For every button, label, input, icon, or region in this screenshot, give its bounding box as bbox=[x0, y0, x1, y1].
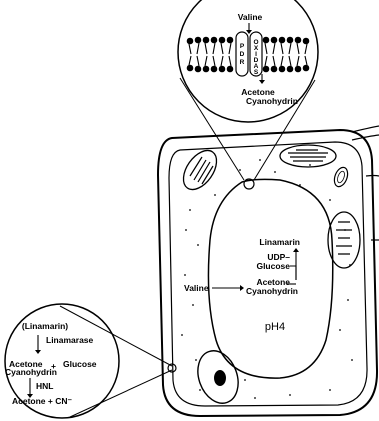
left-linamarin-label: (Linamarin) bbox=[22, 321, 68, 331]
vacuole-acetone-line2: Cyanohydrin bbox=[246, 286, 298, 296]
left-glucose-label: Glucose bbox=[63, 359, 97, 369]
vacuole-udp-line2: Glucose bbox=[256, 261, 290, 271]
cytosol-inset: (Linamarin) Linamarase Acetone + Glucose… bbox=[5, 304, 176, 418]
left-hnl-label: HNL bbox=[36, 381, 53, 391]
vacuole-pathway: Linamarin UDP– Glucose Acetone Cyanohydr… bbox=[184, 237, 300, 333]
left-cyanohydrin-label: Cyanohydrin bbox=[5, 367, 57, 377]
pdr-letter-3: R bbox=[240, 59, 245, 66]
vacuole-ph-label: pH4 bbox=[265, 321, 285, 333]
chloroplast-upper-left bbox=[177, 145, 224, 196]
nucleus bbox=[191, 345, 245, 409]
chloroplast-upper-right bbox=[280, 145, 336, 167]
mitochondrion-right bbox=[332, 166, 350, 189]
pdr-letter-1: P bbox=[240, 43, 245, 50]
vacuole-linamarin-label: Linamarin bbox=[259, 237, 300, 247]
top-product-line2: Cyanohydrin bbox=[246, 96, 298, 106]
left-products-label: Acetone + CN⁻ bbox=[12, 396, 72, 406]
top-valine-label: Valine bbox=[238, 12, 263, 22]
pdr-letter-2: D bbox=[240, 51, 245, 58]
left-linamarase-label: Linamarase bbox=[46, 335, 94, 345]
oxidase-letter-6: S bbox=[254, 69, 259, 76]
vacuole-valine-label: Valine bbox=[184, 283, 209, 293]
